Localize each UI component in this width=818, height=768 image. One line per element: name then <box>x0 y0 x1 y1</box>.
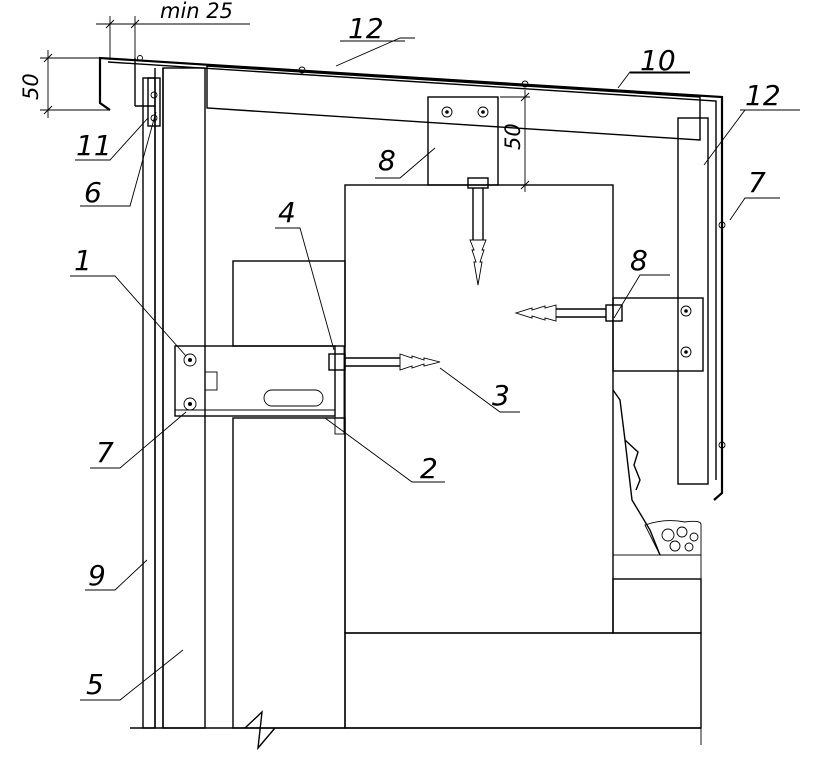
callout-8-top: 8 <box>378 144 396 177</box>
height-left-label: 50 <box>19 73 43 100</box>
corner-bracket-top <box>427 96 499 186</box>
ground-build-up <box>612 389 702 634</box>
callout-12-top: 12 <box>348 12 384 45</box>
concrete-wall <box>344 184 614 634</box>
callout-6: 6 <box>84 176 102 209</box>
concrete-foundation <box>344 632 702 729</box>
callout-8-right: 8 <box>630 244 648 277</box>
callout-7-right: 7 <box>748 166 766 199</box>
height-bracket-label: 50 <box>501 123 525 150</box>
min-overhang-label: min 25 <box>160 0 233 23</box>
callout-7-left: 7 <box>96 436 114 469</box>
anchor-dowel-right <box>514 304 623 322</box>
callout-5: 5 <box>86 668 104 701</box>
anchor-dowel-top <box>467 177 489 286</box>
callout-1: 1 <box>74 244 92 277</box>
support-plate-top <box>206 65 701 141</box>
small-bracket <box>147 77 161 127</box>
cladding-mesh <box>142 77 156 729</box>
dimension-min-overhang: min 25 <box>96 0 250 60</box>
vertical-profile <box>162 67 206 729</box>
leader-lines <box>70 37 800 701</box>
callout-12-right: 12 <box>745 79 781 112</box>
callout-11: 11 <box>76 129 112 162</box>
corner-bracket-right <box>612 297 704 372</box>
wall-bracket <box>174 345 345 435</box>
callout-10: 10 <box>640 44 676 77</box>
insulation-lower <box>232 417 346 729</box>
insulation-upper <box>232 260 346 347</box>
anchor-dowel-left <box>328 353 441 371</box>
callout-2: 2 <box>420 452 438 485</box>
cap-flashing <box>98 55 726 501</box>
support-plate-right <box>677 117 709 485</box>
dimension-height-left: 50 <box>19 50 110 118</box>
callout-9: 9 <box>88 559 106 592</box>
callout-4: 4 <box>278 196 296 229</box>
dimension-height-bracket: 50 <box>500 90 530 192</box>
callout-3: 3 <box>492 379 510 412</box>
